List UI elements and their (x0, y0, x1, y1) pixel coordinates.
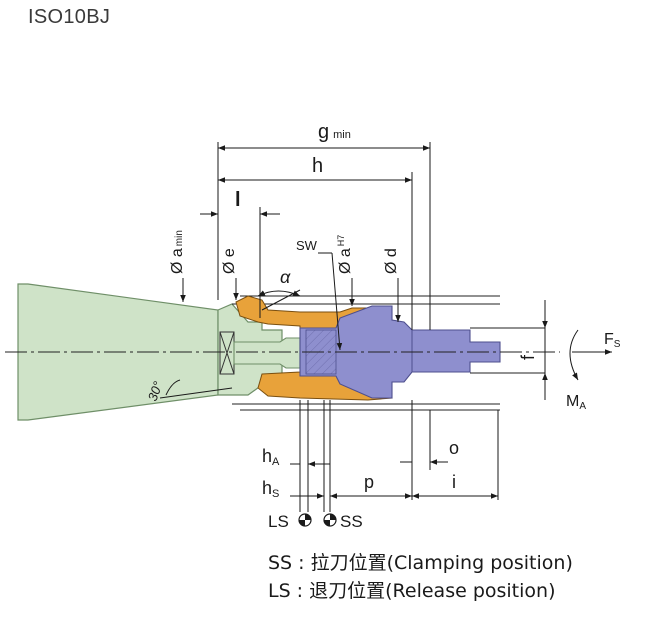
label-ma-main: M (566, 393, 579, 410)
label-l: l (235, 189, 241, 211)
label-a-min-sub: min (174, 230, 185, 246)
spindle-outline (232, 295, 545, 411)
pull-stud-shank (233, 337, 301, 369)
label-a-min: Ø a min (169, 230, 186, 274)
ls-marker-symbol (298, 513, 312, 527)
label-ss: SS (340, 512, 363, 531)
label-hs-sub: S (272, 488, 279, 500)
label-a-h7: Ø aH7 (336, 235, 354, 274)
drawbar-body (299, 305, 501, 399)
label-d: Ø d (383, 248, 400, 274)
label-30-deg: 30° (145, 379, 166, 403)
label-fs-main: F (604, 331, 614, 348)
label-i: i (452, 472, 456, 492)
label-fs-sub: S (614, 339, 621, 350)
label-alpha: α (280, 267, 291, 287)
dimension-lines (159, 142, 431, 399)
label-sw: SW (296, 238, 318, 253)
ss-marker-symbol (323, 513, 337, 527)
label-ha-main: h (262, 446, 272, 466)
label-fs: FS (604, 331, 621, 350)
label-e: Ø e (221, 248, 238, 274)
drive-slot-cross (219, 331, 235, 375)
force-dimensions (542, 300, 612, 400)
bottom-dimensions (290, 400, 499, 512)
legend-release: LS : 退刀位置(Release position) (268, 580, 556, 602)
legend-clamping: SS : 拉刀位置(Clamping position) (268, 552, 573, 574)
label-ha: hA (262, 446, 280, 468)
model-title: ISO10BJ (28, 6, 111, 28)
label-ma-sub: A (579, 401, 586, 412)
label-g-sub: min (333, 129, 351, 141)
label-h: h (312, 155, 323, 177)
label-ha-sub: A (272, 456, 280, 468)
label-p: p (364, 472, 374, 492)
label-f: f (518, 354, 538, 360)
label-o: o (449, 438, 459, 458)
label-ls: LS (268, 512, 289, 531)
label-g: g (318, 121, 329, 143)
label-hs: hS (262, 478, 279, 500)
label-a-h7-sup: H7 (336, 235, 346, 247)
label-ma: MA (566, 393, 586, 412)
label-a-h7-symbol: Ø a (337, 248, 354, 274)
label-a-min-symbol: Ø a (169, 248, 186, 274)
label-hs-main: h (262, 478, 272, 498)
